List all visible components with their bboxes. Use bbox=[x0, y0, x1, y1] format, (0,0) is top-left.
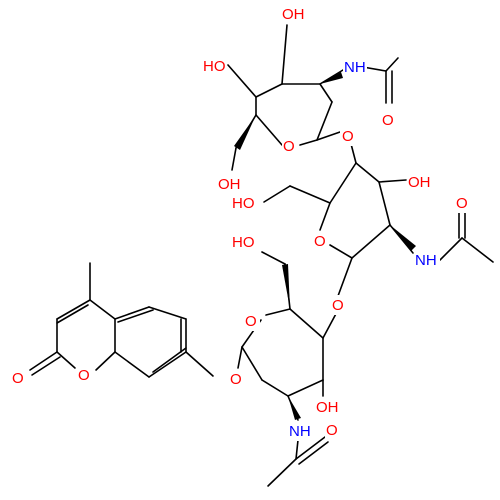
top-sugar-glycosidic-o-label: O bbox=[342, 128, 354, 145]
top-sugar-ring-o-label: O bbox=[283, 138, 295, 155]
bottom-sugar-labels: HO O OH NH O O bbox=[229, 232, 342, 441]
middle-sugar-substituent-bonds bbox=[263, 179, 494, 297]
middle-sugar-labels: OH HO O NH O O bbox=[232, 172, 469, 315]
middle-sugar-ring-bonds bbox=[319, 162, 391, 259]
top-sugar-oh-c3-label: OH bbox=[282, 6, 305, 23]
bottom-sugar-oh-label: OH bbox=[316, 399, 339, 416]
top-sugar-ho-c4-label: HO bbox=[203, 58, 226, 75]
top-sugar-ch2oh-label: OH bbox=[218, 176, 241, 193]
bottom-sugar-carbonyl-o-label: O bbox=[326, 422, 338, 439]
middle-sugar-ch2oh-label: HO bbox=[232, 195, 255, 212]
stereo-wedges bbox=[234, 72, 416, 420]
bond-layer bbox=[29, 24, 494, 487]
top-sugar-carbonyl-o-label: O bbox=[382, 112, 394, 129]
top-sugar-labels: OH HO NH O O OH O bbox=[202, 4, 395, 194]
bottom-sugar-nh-label: NH bbox=[289, 423, 311, 440]
top-sugar-substituent-bonds bbox=[227, 24, 399, 171]
top-sugar-nh-label: NH bbox=[344, 59, 366, 76]
bottom-sugar-aglycone-o-label: O bbox=[230, 371, 242, 388]
bottom-sugar-ch2oh-label: HO bbox=[232, 234, 255, 251]
coumarin-carbonyl-o-label: O bbox=[12, 370, 24, 387]
atom-label-layer: OH HO NH O O OH O OH HO O NH O bbox=[11, 4, 469, 441]
top-sugar-ring-bonds bbox=[255, 83, 333, 146]
middle-sugar-nh-label: NH bbox=[415, 252, 437, 269]
coumarin-ring-o-label: O bbox=[78, 367, 90, 384]
middle-sugar-oh-label: OH bbox=[408, 174, 431, 191]
middle-sugar-glycosidic-o-label: O bbox=[332, 297, 344, 314]
middle-sugar-carbonyl-o-label: O bbox=[456, 195, 468, 212]
middle-sugar-ring-o-label: O bbox=[314, 233, 326, 250]
coumarin-labels: O O bbox=[11, 365, 94, 388]
coumarin-bonds bbox=[29, 262, 214, 378]
bottom-sugar-ring-bonds bbox=[241, 308, 324, 397]
bottom-sugar-ring-o-label: O bbox=[245, 313, 257, 330]
